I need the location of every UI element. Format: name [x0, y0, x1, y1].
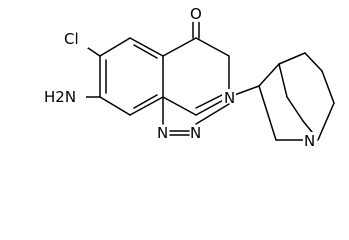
quinuclidine-cage — [258, 52, 335, 141]
oxygen-label: O — [190, 5, 202, 23]
cl-bond — [87, 47, 101, 57]
n1-label: N — [157, 124, 168, 142]
atom-labels: Cl H2N O N N N N — [42, 5, 317, 150]
n3-label: N — [224, 89, 235, 107]
amine-label: H2N — [44, 88, 76, 106]
triazinone-ring — [162, 37, 230, 116]
benzene-ring — [99, 37, 164, 116]
amine-label-text: H2N — [44, 88, 76, 106]
chemical-structure: Cl H2N O N N N N — [42, 5, 335, 150]
bridgehead-n-label: N — [304, 132, 315, 150]
n2-label: N — [190, 124, 201, 142]
n2-n3-bond — [195, 103, 230, 125]
chlorine-label: Cl — [64, 30, 79, 48]
